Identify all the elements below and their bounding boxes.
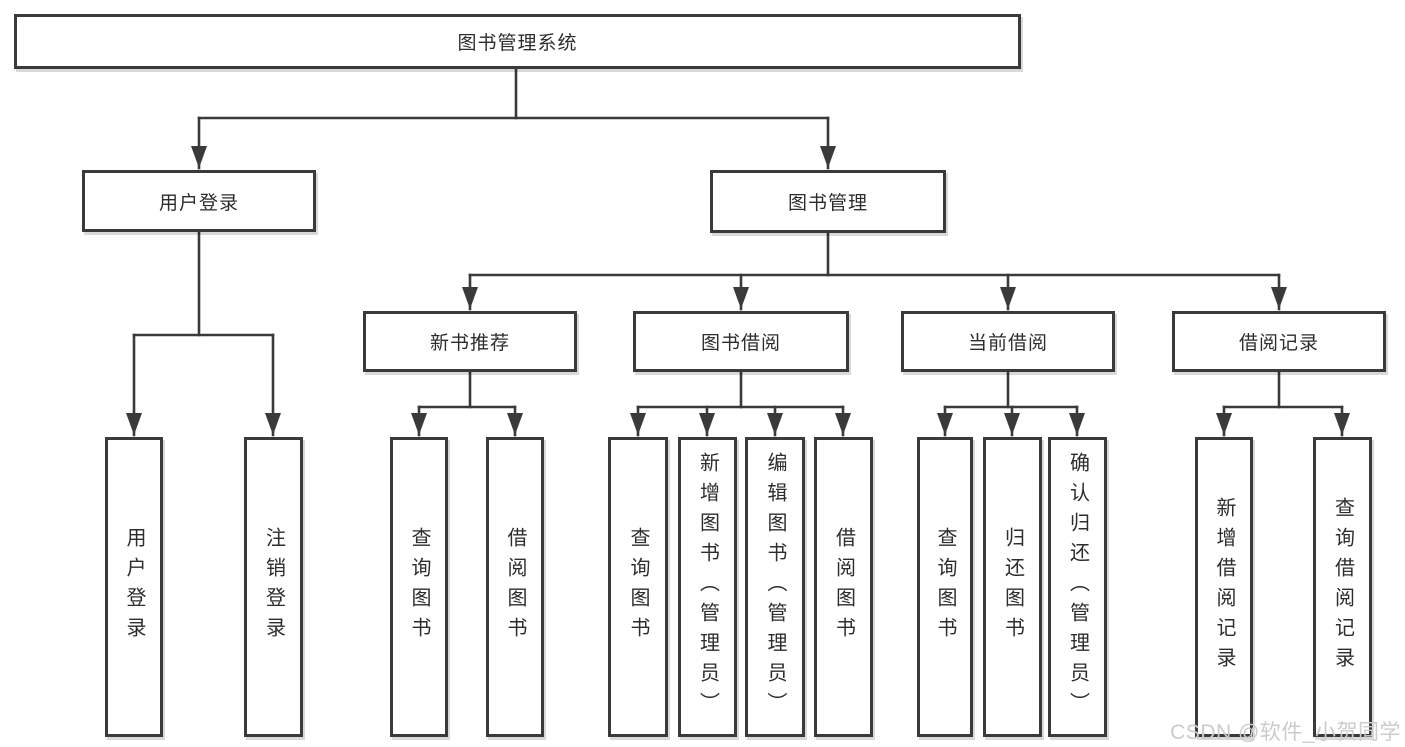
csdn-watermark: CSDN @软件_小贺同学: [1170, 721, 1401, 744]
leaf-label: 查询图书: [934, 527, 956, 647]
leaf-label: 注销登录: [262, 527, 285, 647]
leaf-query-books: 查询图书: [917, 437, 973, 737]
node-library-management-system: 图书管理系统: [14, 14, 1021, 69]
leaf-add-borrow-record: 新增借阅记录: [1195, 437, 1253, 737]
leaf-label: 确认归还（管理员）: [1066, 452, 1089, 722]
leaf-borrow-books: 借阅图书: [486, 437, 544, 737]
node-label: 借阅记录: [1238, 333, 1319, 354]
leaf-label: 查询借阅记录: [1331, 497, 1354, 677]
node-book-borrowing: 图书借阅: [633, 311, 849, 372]
node-label: 图书管理系统: [457, 33, 578, 54]
leaf-label: 用户登录: [123, 527, 145, 647]
node-book-management: 图书管理: [710, 170, 946, 233]
leaf-label: 归还图书: [1001, 527, 1024, 647]
node-label: 图书借阅: [700, 333, 781, 354]
leaf-add-books-admin: 新增图书（管理员）: [678, 437, 737, 737]
leaf-label: 查询图书: [408, 527, 430, 647]
leaf-label: 新增图书（管理员）: [696, 452, 719, 722]
leaf-label: 查询图书: [627, 527, 649, 647]
leaf-return-books: 归还图书: [983, 437, 1042, 737]
node-label: 图书管理: [787, 193, 868, 214]
leaf-edit-books-admin: 编辑图书（管理员）: [745, 437, 805, 737]
connector-book-mgmt-to-level3: [462, 231, 1287, 311]
node-borrowing-records: 借阅记录: [1172, 311, 1386, 372]
leaf-label: 编辑图书（管理员）: [764, 452, 786, 722]
connector-new-book-rec-to-leaves: [411, 370, 523, 437]
leaf-borrow-books: 借阅图书: [814, 437, 873, 737]
connector-root-to-level2: [191, 67, 836, 170]
connector-book-borrow-to-leaves: [630, 370, 851, 437]
leaf-user-login: 用户登录: [105, 437, 163, 737]
node-label: 用户登录: [158, 192, 239, 214]
node-label: 新书推荐: [429, 333, 510, 354]
leaf-label: 新增借阅记录: [1213, 497, 1235, 677]
leaf-query-books: 查询图书: [390, 437, 448, 737]
leaf-label: 借阅图书: [504, 527, 526, 647]
connector-user-login-to-leaves: [126, 230, 281, 437]
connector-current-borrow-to-leaves: [937, 370, 1085, 437]
connector-borrow-record-to-leaves: [1216, 370, 1350, 437]
leaf-query-borrow-record: 查询借阅记录: [1313, 437, 1372, 737]
leaf-label: 借阅图书: [832, 527, 855, 647]
node-current-borrowing: 当前借阅: [901, 311, 1115, 372]
node-label: 当前借阅: [967, 333, 1048, 354]
node-new-book-recommendation: 新书推荐: [363, 311, 577, 372]
leaf-query-books: 查询图书: [608, 437, 668, 737]
node-user-login: 用户登录: [82, 170, 316, 232]
leaf-confirm-return-admin: 确认归还（管理员）: [1048, 437, 1107, 737]
leaf-logout: 注销登录: [244, 437, 303, 737]
